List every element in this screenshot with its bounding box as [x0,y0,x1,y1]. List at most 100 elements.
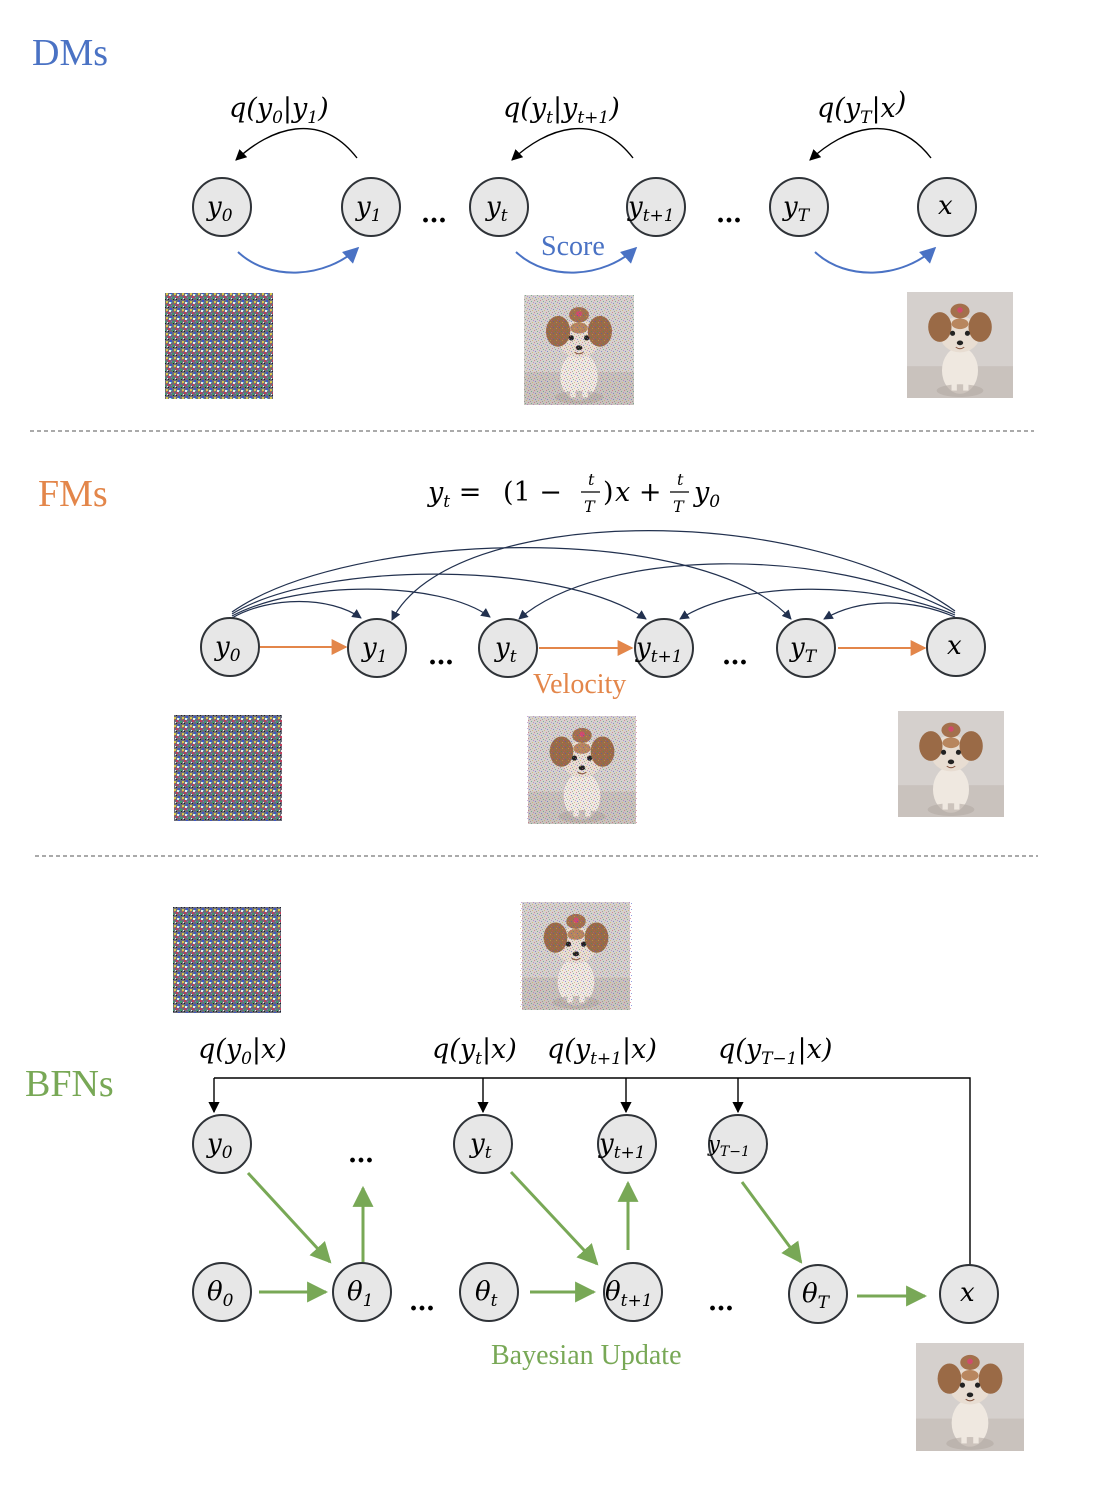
fm-section: FMs yt = (1 − t T ) x + t T y0 [38,470,1005,824]
dm-image-dog [906,292,1014,398]
dm-score-arrow [814,246,937,274]
bfn-update-caption: Bayesian Update [491,1340,682,1371]
svg-text:yt: yt [494,633,517,667]
dm-transition-label: q(yT|x) [817,87,906,128]
svg-text:yt+1: yt+1 [598,1129,646,1163]
bfn-y-node: yT−1 [707,1114,768,1174]
svg-text:yt+1: yt+1 [627,192,675,226]
svg-text:θt: θt [475,1277,498,1311]
fm-node: yt [478,618,538,678]
svg-text:y1: y1 [361,633,388,667]
fm-node: yt+1 [634,618,694,678]
svg-text:θt+1: θt+1 [605,1277,653,1311]
svg-text:θ0: θ0 [207,1277,234,1311]
bfn-update-arrow [246,1171,332,1264]
svg-text:θ1: θ1 [347,1277,373,1311]
fm-image-noise [174,715,282,821]
fm-ellipsis: … [722,641,748,671]
svg-text:yt+1: yt+1 [635,633,683,667]
bfn-update-arrow [509,1170,599,1266]
bfn-distribution-label: q(yt|x) [432,1034,517,1069]
bfn-distribution-label: q(yT−1|x) [718,1034,832,1069]
bfn-section-label: BFNs [25,1063,114,1105]
fm-node: y0 [200,617,260,677]
svg-text:yT: yT [782,192,811,226]
bfn-image-noisy-dog [520,902,632,1010]
bfn-theta-node: θ1 [332,1262,392,1322]
dm-image-noisy-dog [524,295,634,405]
dm-reverse-arrow [511,127,634,161]
fm-interp-arc [823,602,956,620]
dm-node: y0 [192,177,252,237]
bfn-y-node: yt+1 [597,1114,657,1174]
bfn-image-noise [173,907,281,1013]
dm-node: yT [769,177,829,237]
bfn-section: BFNs q(y0|x) q(yt|x) q(yt+1|x) q(yT−1|x)… [25,902,1024,1451]
fm-velocity-caption: Velocity [533,669,626,700]
dm-transition-label: q(yt|yt+1) [503,93,620,128]
svg-text:x: x [960,1278,975,1308]
bfn-update-arrow [740,1181,803,1264]
fm-node: yT [776,618,836,678]
svg-text:yT: yT [789,633,818,667]
dm-section-label: DMs [32,32,108,74]
dm-score-arrow [515,246,638,274]
bfn-ellipsis: … [708,1287,734,1317]
dm-section: DMs q(y0|y1) q(yt|yt+1) q(yT|x) y0 y1 yt… [32,32,1014,405]
bfn-theta-node: θt [459,1262,519,1322]
svg-text:y0: y0 [206,1129,233,1163]
svg-text:t: t [677,470,684,489]
dm-reverse-arrow [809,127,932,161]
svg-text:θT: θT [802,1279,831,1313]
bfn-y-node: yt [453,1114,513,1174]
fm-interp-arc [518,563,956,620]
svg-text:yT−1: yT−1 [707,1132,750,1160]
bfn-distribution-label: q(yt+1|x) [547,1034,657,1069]
svg-text:x +: x + [615,477,661,508]
dm-reverse-arrow [235,127,358,161]
bfn-theta-node: θt+1 [603,1262,663,1322]
svg-text:yt: yt [485,192,508,226]
bfn-theta-node: θT [788,1264,848,1324]
svg-text:y0: y0 [206,192,233,226]
svg-text:): ) [603,477,614,508]
dm-node: yt+1 [626,177,686,237]
fm-node: y1 [347,618,407,678]
bfn-theta-node: θ0 [192,1262,252,1322]
fm-interp-arc [231,547,792,620]
dm-score-caption: Score [541,231,605,262]
svg-text:yt =: yt = [427,477,481,512]
fm-interp-arc [391,530,956,621]
bfn-ellipsis: … [348,1139,374,1169]
dm-node: y1 [341,177,401,237]
dm-ellipsis: … [716,199,742,229]
svg-text:t: t [588,470,595,489]
fm-image-dog [897,711,1005,817]
fm-interp-arc [231,600,362,619]
fm-interp-arc [679,588,956,620]
bfn-x-node: x [939,1264,999,1324]
fm-interp-arc [231,588,491,618]
bfn-distribution-label: q(y0|x) [198,1034,287,1069]
svg-text:T: T [673,497,685,516]
dm-node: yt [469,177,529,237]
dm-transition-label: q(y0|y1) [229,93,329,128]
svg-text:x: x [938,191,953,221]
fm-node: x [926,617,986,677]
dm-image-noise [165,293,273,399]
bfn-y-node: y0 [192,1114,252,1174]
fm-equation: yt = (1 − t T ) x + t T y0 [427,470,720,516]
dm-node: x [917,177,977,237]
bfn-sender-bus [214,1077,971,1265]
svg-text:y0: y0 [214,632,241,666]
bfn-ellipsis: … [409,1287,435,1317]
svg-text:yt: yt [469,1129,492,1163]
fm-image-noisy-dog [527,716,637,824]
svg-text:x: x [947,631,962,661]
svg-text:(1 −: (1 − [503,477,562,508]
dm-score-arrow [237,246,360,274]
fm-ellipsis: … [428,641,454,671]
svg-text:y1: y1 [355,192,382,226]
fm-section-label: FMs [38,473,108,515]
